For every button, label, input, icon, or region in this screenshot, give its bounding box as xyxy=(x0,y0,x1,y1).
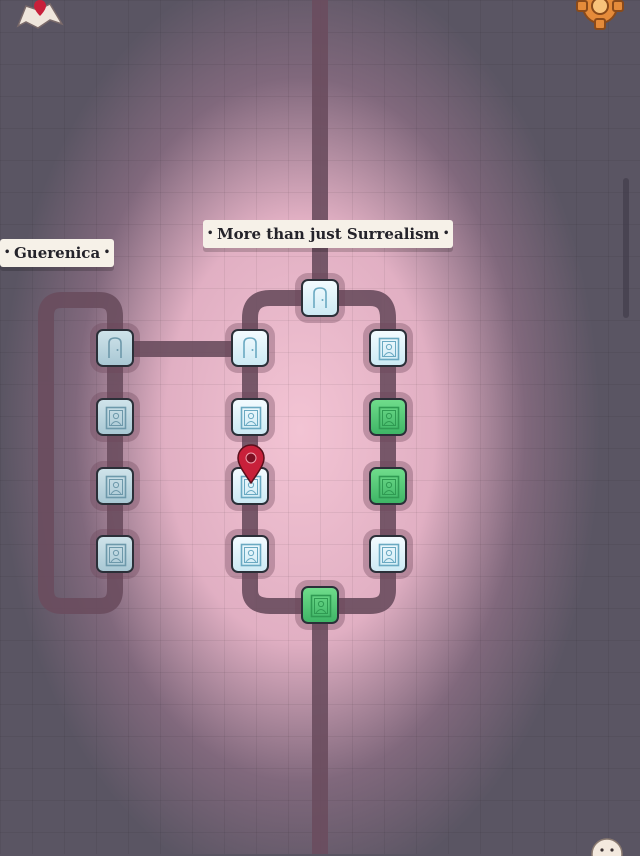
level-node-right-4[interactable] xyxy=(369,535,407,573)
painting-icon xyxy=(240,543,262,567)
level-node-center-2[interactable] xyxy=(231,398,269,436)
gear-icon[interactable] xyxy=(574,0,626,32)
level-label-guerenica[interactable]: Guerenica xyxy=(0,239,115,267)
door-icon xyxy=(108,337,122,358)
level-node-center-1[interactable] xyxy=(231,329,269,367)
level-label-more-than-surrealism[interactable]: More than just Surrealism xyxy=(203,220,454,248)
level-node-right-3[interactable] xyxy=(369,467,407,505)
left-loop xyxy=(38,292,123,614)
painting-icon xyxy=(105,543,127,567)
location-pin-icon xyxy=(237,444,265,484)
level-node-left-1[interactable] xyxy=(96,329,134,367)
painting-icon xyxy=(310,594,332,618)
level-node-left-4[interactable] xyxy=(96,535,134,573)
center-loop xyxy=(242,290,396,614)
level-node-left-3[interactable] xyxy=(96,467,134,505)
painting-icon xyxy=(378,543,400,567)
painting-icon xyxy=(378,337,400,361)
level-node-left-2[interactable] xyxy=(96,398,134,436)
level-node-center-top[interactable] xyxy=(301,279,339,317)
level-node-right-2[interactable] xyxy=(369,398,407,436)
mascot-icon[interactable] xyxy=(590,836,624,856)
level-node-center-4[interactable] xyxy=(231,535,269,573)
door-icon xyxy=(243,337,257,358)
painting-icon xyxy=(378,406,400,430)
scrollbar[interactable] xyxy=(623,178,629,318)
painting-icon xyxy=(105,406,127,430)
painting-icon xyxy=(105,475,127,499)
level-node-center-bottom[interactable] xyxy=(301,586,339,624)
level-node-right-1[interactable] xyxy=(369,329,407,367)
door-icon xyxy=(313,287,327,308)
painting-icon xyxy=(378,475,400,499)
painting-icon xyxy=(240,406,262,430)
map-icon[interactable] xyxy=(14,0,66,30)
